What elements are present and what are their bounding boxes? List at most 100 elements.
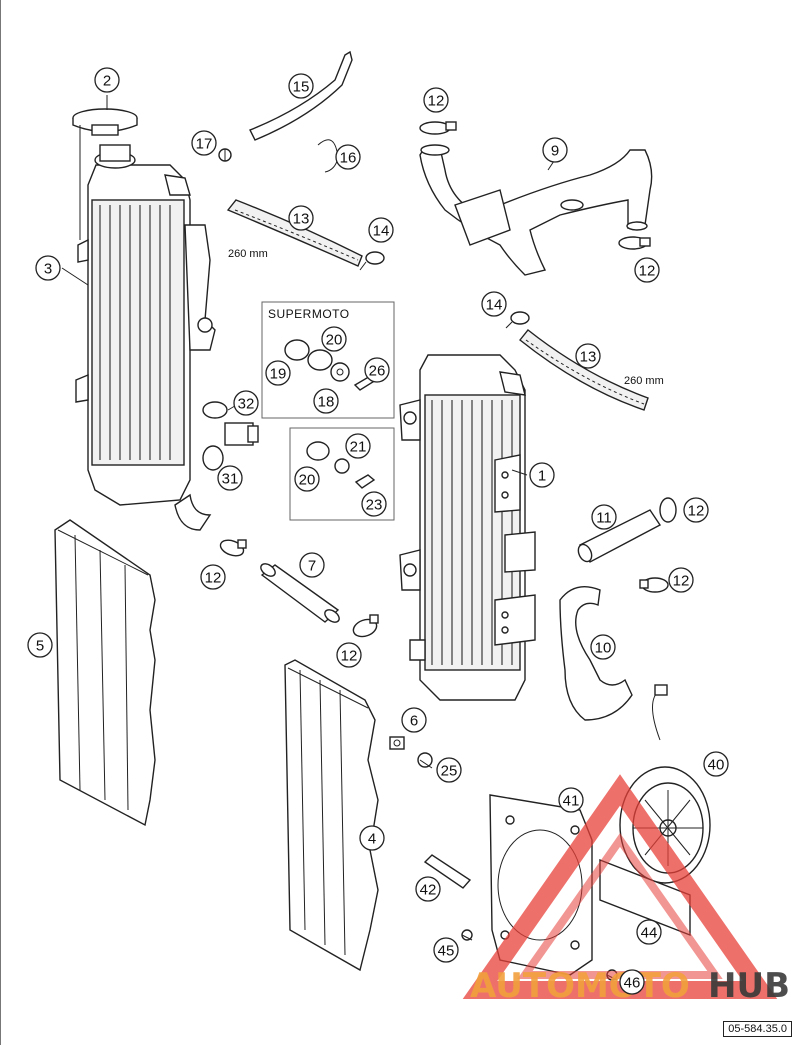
callout-12: 12	[336, 642, 362, 668]
callout-number: 12	[688, 503, 705, 520]
callout-4: 4	[359, 825, 385, 851]
callout-number: 45	[438, 943, 455, 960]
callout-number: 20	[326, 332, 343, 349]
callout-13: 13	[288, 205, 314, 231]
clamp-12-mid-left	[219, 539, 247, 557]
callout-15: 15	[288, 73, 314, 99]
callout-circle	[288, 205, 314, 231]
hose-7	[260, 563, 340, 623]
callout-21: 21	[345, 433, 371, 459]
callout-number: 46	[624, 975, 641, 992]
left-radiator	[75, 144, 216, 531]
callout-12: 12	[668, 567, 694, 593]
supermoto-label: SUPERMOTO	[268, 307, 350, 321]
callout-circle	[481, 291, 507, 317]
callout-circle	[200, 564, 226, 590]
callout-number: 12	[639, 263, 656, 280]
callout-number: 5	[36, 638, 44, 655]
hose-length-note-right: 260 mm	[624, 375, 664, 387]
clamp-12-right-a	[659, 497, 677, 523]
callout-number: 18	[318, 394, 335, 411]
callout-circle	[94, 67, 120, 93]
callout-45: 45	[433, 937, 459, 963]
callout-number: 11	[596, 510, 612, 527]
clamp-12-mid-center	[352, 614, 379, 638]
callout-circle	[191, 130, 217, 156]
callout-46: 46	[619, 969, 645, 995]
sleeve-42	[423, 854, 472, 889]
callout-circle	[288, 73, 314, 99]
center-radiator-shroud	[284, 659, 379, 972]
hose-13-left	[226, 199, 363, 267]
callout-number: 23	[366, 497, 383, 514]
clamp-12-top-right	[618, 236, 651, 250]
hose-15	[249, 50, 353, 141]
hose-13-right	[519, 329, 649, 411]
callout-number: 14	[486, 297, 503, 314]
watermark-text-part1: AUTOMOTO	[470, 966, 690, 1006]
hose-10	[559, 586, 633, 721]
callout-circle	[401, 707, 427, 733]
callout-number: 12	[428, 93, 445, 110]
callout-circle	[436, 757, 462, 783]
watermark-text-part2: HUB	[708, 966, 790, 1006]
callout-number: 20	[299, 472, 316, 489]
callout-circle	[321, 326, 347, 352]
fan-40	[619, 684, 711, 884]
callout-circle	[359, 825, 385, 851]
callout-circle	[345, 433, 371, 459]
callout-number: 14	[373, 223, 390, 240]
callout-42: 42	[415, 876, 441, 902]
watermark-logo: AUTOMOTO HUB	[462, 774, 790, 1006]
callout-number: 10	[595, 640, 612, 657]
callout-9: 9	[542, 137, 568, 163]
callout-circle	[265, 360, 291, 386]
callout-circle	[619, 969, 645, 995]
callout-circle	[217, 465, 243, 491]
callout-40: 40	[703, 751, 729, 777]
callout-31: 31	[217, 465, 243, 491]
screw-17	[218, 148, 232, 162]
callout-number: 7	[308, 558, 316, 575]
callout-circle	[368, 217, 394, 243]
callout-14: 14	[368, 217, 394, 243]
callout-26: 26	[364, 357, 390, 383]
callout-12: 12	[683, 497, 709, 523]
callout-circle	[313, 388, 339, 414]
callout-circle	[703, 751, 729, 777]
callout-circle	[668, 567, 694, 593]
callout-19: 19	[265, 360, 291, 386]
callout-circle	[575, 343, 601, 369]
callout-circle	[27, 632, 53, 658]
callout-13: 13	[575, 343, 601, 369]
callout-circle	[591, 504, 617, 530]
callout-circle	[35, 255, 61, 281]
callout-number: 4	[368, 831, 376, 848]
callout-number: 41	[563, 793, 580, 810]
callout-44: 44	[636, 919, 662, 945]
hose-11	[577, 509, 662, 563]
callout-3: 3	[35, 255, 61, 281]
callout-12: 12	[200, 564, 226, 590]
callout-circle	[415, 876, 441, 902]
clamp-14-left	[359, 251, 385, 271]
callout-number: 1	[538, 468, 546, 485]
callout-14: 14	[481, 291, 507, 317]
callout-circle	[336, 642, 362, 668]
callout-circle	[233, 390, 259, 416]
hose-9	[419, 144, 653, 276]
callout-number: 15	[293, 79, 310, 96]
screw-25	[417, 752, 433, 769]
callout-circle	[683, 497, 709, 523]
callout-number: 26	[369, 363, 386, 380]
watermark-triangle	[462, 774, 778, 999]
supermoto-group: SUPERMOTO	[261, 301, 395, 419]
callout-20: 20	[321, 326, 347, 352]
callout-circle	[529, 462, 555, 488]
callout-number: 19	[270, 366, 287, 383]
callout-16: 16	[335, 144, 361, 170]
callout-number: 32	[238, 396, 255, 413]
callout-1: 1	[529, 462, 555, 488]
callout-2: 2	[94, 67, 120, 93]
